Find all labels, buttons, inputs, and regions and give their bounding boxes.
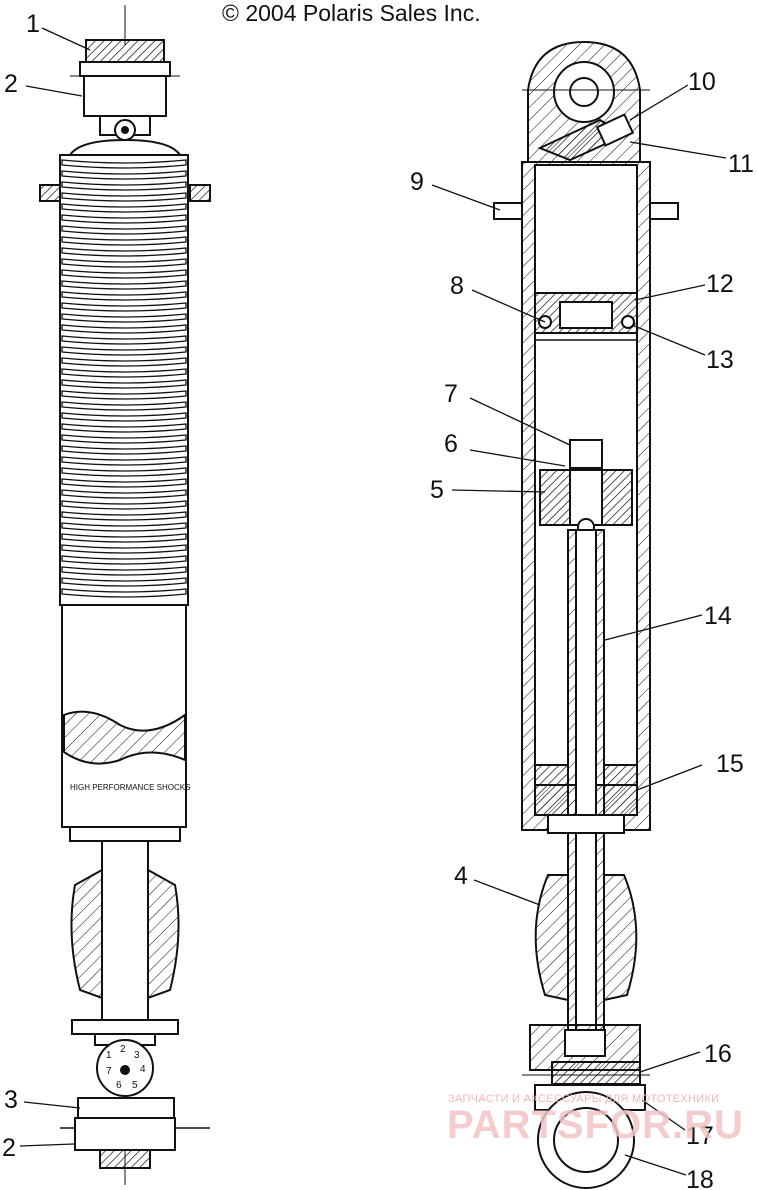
- callout-14: 14: [704, 602, 732, 630]
- cooling-rib: [61, 269, 187, 279]
- svg-text:1: 1: [106, 1050, 112, 1061]
- callout-12: 12: [706, 270, 734, 298]
- callout-15: 15: [716, 750, 744, 778]
- bump-stop: [70, 868, 180, 1000]
- cooling-rib: [61, 214, 187, 224]
- callout-4: 4: [454, 862, 468, 890]
- cooling-rib: [61, 500, 187, 510]
- svg-text:5: 5: [132, 1080, 138, 1091]
- cooling-rib: [61, 302, 187, 312]
- cooling-rib: [61, 335, 187, 345]
- callout-2-top: 2: [4, 70, 18, 98]
- cooling-rib: [61, 368, 187, 378]
- cooling-rib: [61, 533, 187, 543]
- svg-text:2: 2: [120, 1044, 126, 1055]
- cooling-rib: [61, 511, 187, 521]
- bump-stop-cutaway: [534, 874, 638, 1002]
- svg-text:4: 4: [140, 1064, 146, 1075]
- callout-2-bottom: 2: [2, 1134, 16, 1162]
- body-logo-text: HIGH PERFORMANCE SHOCKS: [70, 783, 190, 792]
- cooling-ribs: [61, 159, 187, 598]
- cooling-rib: [61, 280, 187, 290]
- adjuster-knob-numbers: 123 456 7: [106, 1044, 146, 1091]
- watermark-logo: PARTSFOR.RU: [447, 1103, 744, 1147]
- top-eye-cutaway: [522, 40, 650, 163]
- svg-text:7: 7: [106, 1066, 112, 1077]
- lower-body: [61, 604, 187, 828]
- callout-17: 17: [686, 1122, 714, 1150]
- callout-numbers: 1 2 3 2 4 5 6 7 8 9 10 11 12 13 14 15 16…: [2, 10, 754, 1190]
- cooling-rib: [61, 412, 187, 422]
- left-exterior-view: HIGH PERFORMANCE SHOCKS 123 456 7: [39, 5, 211, 1185]
- cooling-rib: [61, 324, 187, 334]
- bottom-eye-cutaway: [522, 1024, 650, 1189]
- callout-11: 11: [728, 150, 754, 178]
- top-mount: [69, 39, 181, 156]
- copyright-text: © 2004 Polaris Sales Inc.: [222, 0, 481, 26]
- cooling-rib: [61, 225, 187, 235]
- right-cutaway-view: [493, 40, 679, 1189]
- cooling-rib: [61, 478, 187, 488]
- callout-1: 1: [26, 10, 40, 38]
- cooling-rib: [61, 401, 187, 411]
- seal-head: [534, 764, 638, 834]
- cooling-rib: [61, 588, 187, 598]
- cooling-rib: [61, 346, 187, 356]
- callout-leaders: [19, 27, 727, 1176]
- cooling-rib: [61, 434, 187, 444]
- callout-16: 16: [704, 1040, 732, 1068]
- cooling-rib: [61, 489, 187, 499]
- cooling-rib: [61, 313, 187, 323]
- cooling-rib: [61, 445, 187, 455]
- cooling-rib: [61, 203, 187, 213]
- cooling-rib: [61, 258, 187, 268]
- callout-7: 7: [444, 380, 458, 408]
- svg-text:3: 3: [134, 1050, 140, 1061]
- cooling-rib: [61, 192, 187, 202]
- svg-text:6: 6: [116, 1080, 122, 1091]
- cooling-rib: [61, 456, 187, 466]
- cooling-rib: [61, 467, 187, 477]
- cooling-rib: [61, 236, 187, 246]
- callout-18: 18: [686, 1166, 714, 1190]
- cooling-rib: [61, 423, 187, 433]
- cooling-rib: [61, 247, 187, 257]
- cooling-rib: [61, 291, 187, 301]
- cooling-rib: [61, 577, 187, 587]
- gas-chamber: [534, 164, 638, 294]
- cooling-rib: [61, 544, 187, 554]
- callout-8: 8: [450, 272, 464, 300]
- watermark-tagline: ЗАПЧАСТИ И АКСЕССУАРЫ ДЛЯ МОТОТЕХНИКИ: [448, 1093, 720, 1105]
- callout-5: 5: [430, 476, 444, 504]
- callout-13: 13: [706, 346, 734, 374]
- cooling-rib: [61, 522, 187, 532]
- callout-3: 3: [4, 1086, 18, 1114]
- body-logo: HIGH PERFORMANCE SHOCKS: [63, 710, 190, 792]
- cooling-rib: [61, 566, 187, 576]
- callout-6: 6: [444, 430, 458, 458]
- callout-10: 10: [688, 68, 716, 96]
- cooling-rib: [61, 181, 187, 191]
- cooling-rib: [61, 390, 187, 400]
- cooling-rib: [61, 159, 187, 169]
- right-lug: [649, 202, 679, 220]
- cooling-rib: [61, 379, 187, 389]
- callout-9: 9: [410, 168, 424, 196]
- cooling-rib: [61, 555, 187, 565]
- cooling-rib: [61, 170, 187, 180]
- floating-piston: [534, 292, 638, 334]
- piston-rod: [101, 840, 149, 1022]
- left-lug: [493, 202, 523, 220]
- cooling-rib: [61, 357, 187, 367]
